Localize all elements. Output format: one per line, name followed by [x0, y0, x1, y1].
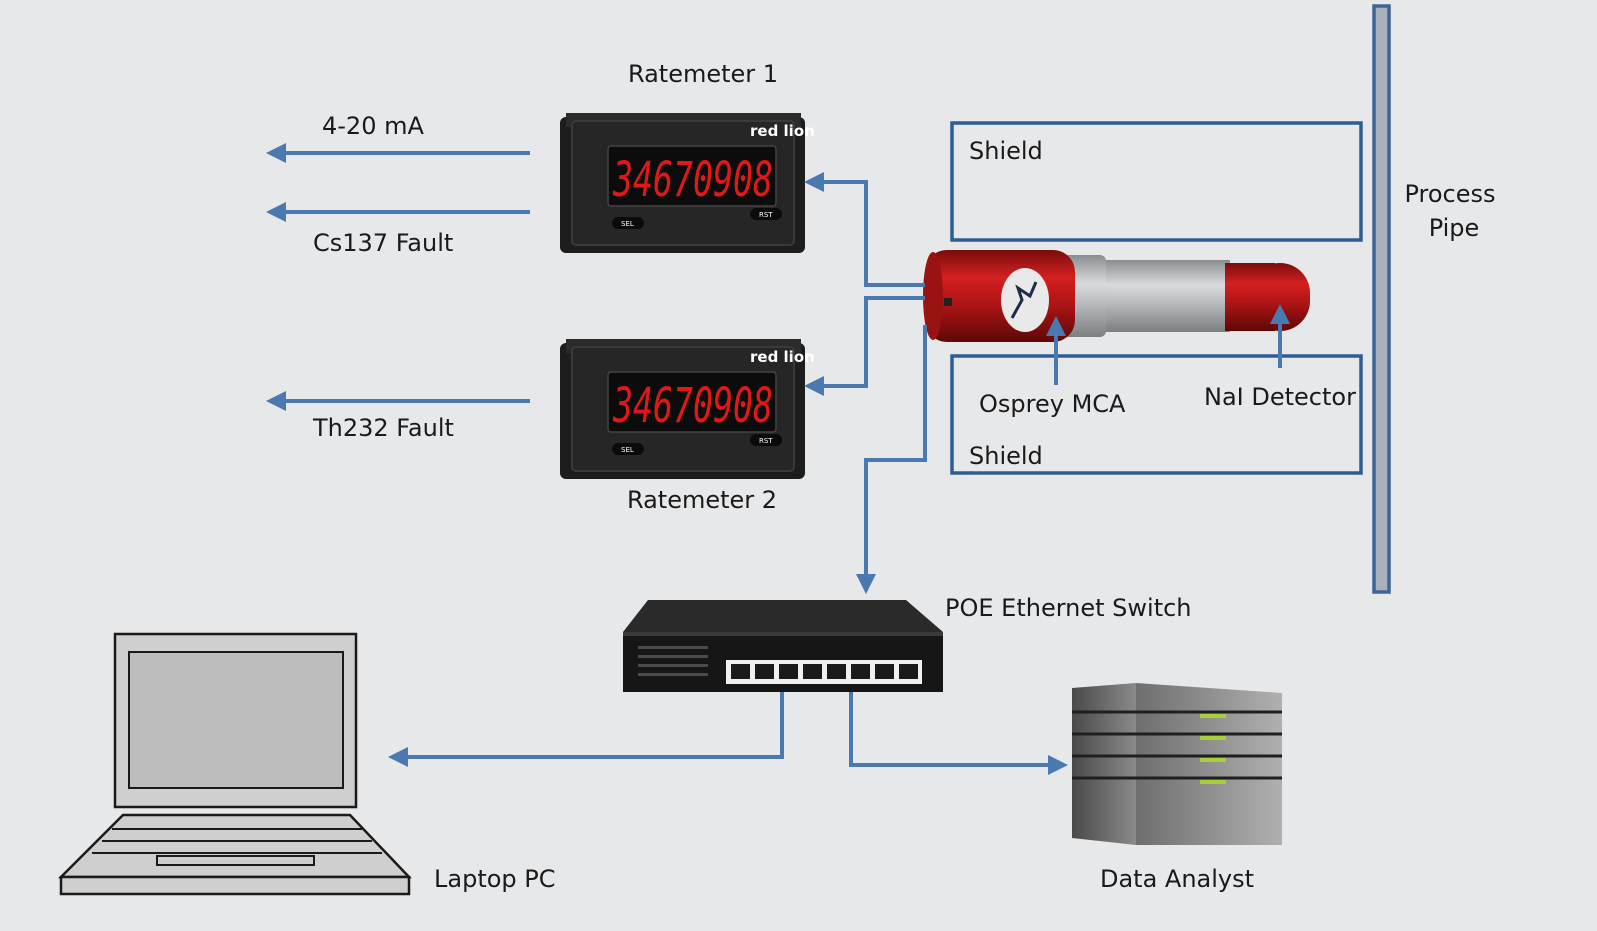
nai-label: NaI Detector [1204, 383, 1356, 411]
osprey-nai-detector [923, 250, 1310, 342]
ratemeter-2-label: Ratemeter 2 [627, 486, 777, 514]
analyst-label: Data Analyst [1100, 865, 1254, 893]
osprey-label: Osprey MCA [979, 390, 1126, 418]
switch-to-laptop-wire [388, 692, 784, 767]
ratemeter-2: red lion 34670908 SEL RST [560, 339, 815, 479]
server-icon [1072, 683, 1282, 845]
sel-button[interactable] [612, 443, 644, 455]
sel-button[interactable] [612, 217, 644, 229]
detector-to-switch-wire [856, 325, 927, 594]
shield-bottom-label: Shield [969, 442, 1043, 470]
process-label: Process [1404, 180, 1495, 208]
svg-text:SEL: SEL [621, 446, 634, 454]
ratemeter-1-label: Ratemeter 1 [628, 60, 778, 88]
shield-top-label: Shield [969, 137, 1043, 165]
brand-logo: red lion [750, 122, 815, 140]
rst-button[interactable] [750, 434, 782, 446]
osprey-logo-icon [1001, 268, 1049, 332]
detector-to-ratemeter-1-wire [804, 172, 925, 287]
ratemeter-1-display: 34670908 [612, 152, 773, 208]
svg-text:SEL: SEL [621, 220, 634, 228]
brand-logo: red lion [750, 348, 815, 366]
shield-bottom-box [950, 354, 1363, 475]
detector-to-ratemeter-2-wire [804, 296, 925, 396]
laptop-icon [57, 632, 412, 896]
cs137-label: Cs137 Fault [313, 229, 453, 257]
output-4-20-label: 4-20 mA [322, 112, 424, 140]
svg-text:RST: RST [759, 211, 773, 219]
switch-to-analyst-wire [849, 692, 1068, 775]
process-pipe [1372, 4, 1391, 594]
rst-button[interactable] [750, 208, 782, 220]
ratemeter-2-display: 34670908 [612, 378, 773, 434]
pipe-label: Pipe [1429, 214, 1480, 242]
th232-label: Th232 Fault [312, 414, 454, 442]
poe-ethernet-switch [623, 600, 943, 692]
shield-top-box [950, 121, 1363, 242]
laptop-label: Laptop PC [434, 865, 556, 893]
switch-label: POE Ethernet Switch [945, 594, 1192, 622]
ratemeter-1: red lion 34670908 SEL RST [560, 113, 815, 253]
svg-text:RST: RST [759, 437, 773, 445]
